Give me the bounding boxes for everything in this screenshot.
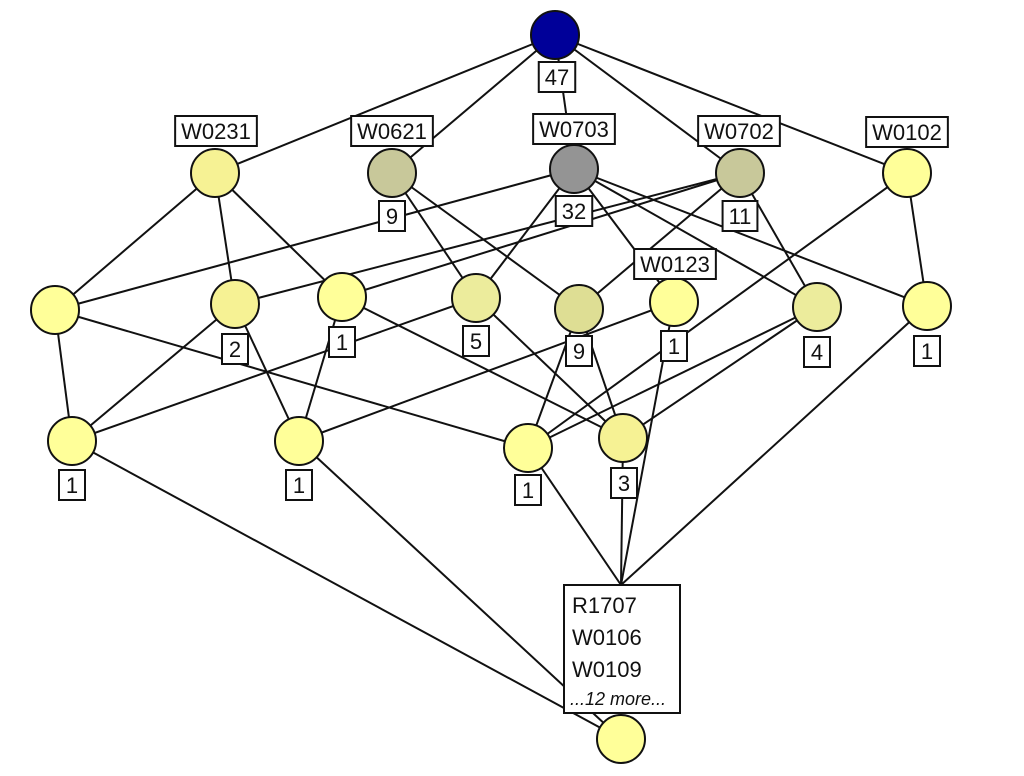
edge-m3-l4 [341,296,624,439]
edge-w0123-l2 [298,301,675,442]
count-label-m7: 4 [803,336,831,368]
count-label-w0123: 1 [660,330,688,362]
edge-w0702-m5 [578,172,741,310]
edge-w0621-m5 [391,172,580,310]
edge-w0702-m7 [739,172,818,308]
edge-m7-l3 [527,306,818,449]
count-label-m7-text: 4 [811,340,823,365]
count-label-w0621-text: 9 [386,204,398,229]
attribute-label-w0102-text: W0102 [872,120,942,145]
count-label-l3: 1 [514,474,542,506]
attribute-label-w0621: W0621 [350,115,434,147]
attribute-list-item: R1707 [572,593,637,618]
node-l2[interactable] [274,416,324,466]
attribute-label-w0703-text: W0703 [539,117,609,142]
count-label-m8-text: 1 [921,339,933,364]
attribute-label-w0123: W0123 [633,248,717,280]
attribute-label-w0231-text: W0231 [181,119,251,144]
edge-w0703-m1 [54,168,575,311]
node-m3[interactable] [317,272,367,322]
edge-m3-l2 [298,296,343,442]
node-m5[interactable] [554,284,604,334]
count-label-m3: 1 [328,326,356,358]
edge-w0702-m3 [341,172,741,298]
count-label-w0703-text: 32 [562,199,586,224]
edge-w0231-m3 [214,172,343,298]
count-label-l2-text: 1 [293,473,305,498]
count-label-m2-text: 2 [229,337,241,362]
attribute-list-item: W0109 [572,657,642,682]
node-l3[interactable] [503,423,553,473]
node-l4[interactable] [598,413,648,463]
node-w0703[interactable] [549,144,599,194]
count-label-m5: 9 [565,335,593,367]
edge-m1-l3 [54,309,529,449]
count-label-m8: 1 [913,335,941,367]
node-m1[interactable] [30,285,80,335]
node-l1[interactable] [47,416,97,466]
node-m8[interactable] [902,281,952,331]
count-label-m2: 2 [221,333,249,365]
count-label-w0702-text: 11 [729,204,752,229]
node-m4[interactable] [451,273,501,323]
count-label-m3-text: 1 [336,330,348,355]
count-label-m4: 5 [462,325,490,357]
node-w0231[interactable] [190,148,240,198]
edge-top-w0102 [554,34,908,174]
count-label-l1-text: 1 [66,473,78,498]
edge-l1-bottom [71,440,622,740]
count-label-l1: 1 [58,469,86,501]
node-top[interactable] [530,10,580,60]
attribute-label-w0231: W0231 [174,115,258,147]
count-label-w0703: 32 [554,195,594,227]
edge-top-w0702 [554,34,741,174]
attribute-label-w0123-text: W0123 [640,252,710,277]
node-w0621[interactable] [367,148,417,198]
attribute-list-item: W0106 [572,625,642,650]
count-label-w0621: 9 [378,200,406,232]
edge-m4-l1 [71,297,477,442]
edge-w0703-m8 [573,168,928,307]
edge-m8-bottom [620,305,928,586]
count-label-top: 47 [537,61,577,93]
count-label-w0123-text: 1 [668,334,680,359]
node-bottom[interactable] [596,714,646,764]
count-label-l4: 3 [610,467,638,499]
edge-m2-l1 [71,303,236,442]
count-label-top-text: 47 [545,65,569,90]
count-label-m5-text: 9 [573,339,585,364]
count-label-l2: 1 [285,469,313,501]
node-w0702[interactable] [715,148,765,198]
edge-w0231-m1 [54,172,216,311]
attribute-label-w0102: W0102 [865,116,949,148]
count-label-m4-text: 5 [470,329,482,354]
attribute-label-w0703: W0703 [532,113,616,145]
edge-w0703-m7 [573,168,818,308]
edge-top-w0231 [214,34,556,174]
attribute-label-w0702-text: W0702 [704,119,774,144]
node-m7[interactable] [792,282,842,332]
edge-w0702-m2 [234,172,741,305]
node-w0102[interactable] [882,148,932,198]
node-w0123[interactable] [649,277,699,327]
count-label-l3-text: 1 [522,478,534,503]
edge-l3-bottom [527,447,622,586]
lattice-nodes [30,10,952,764]
count-label-w0702: 11 [721,200,759,232]
attribute-label-w0621-text: W0621 [357,119,427,144]
edge-w0102-l3 [527,172,908,449]
attribute-label-w0702: W0702 [697,115,781,147]
count-label-l4-text: 3 [618,471,630,496]
edge-w0621-m4 [391,172,477,299]
edge-m7-l4 [622,306,818,439]
edge-w0703-m4 [475,168,575,299]
more-attributes-link[interactable]: ...12 more... [570,689,666,709]
edge-top-w0621 [391,34,556,174]
node-m2[interactable] [210,279,260,329]
